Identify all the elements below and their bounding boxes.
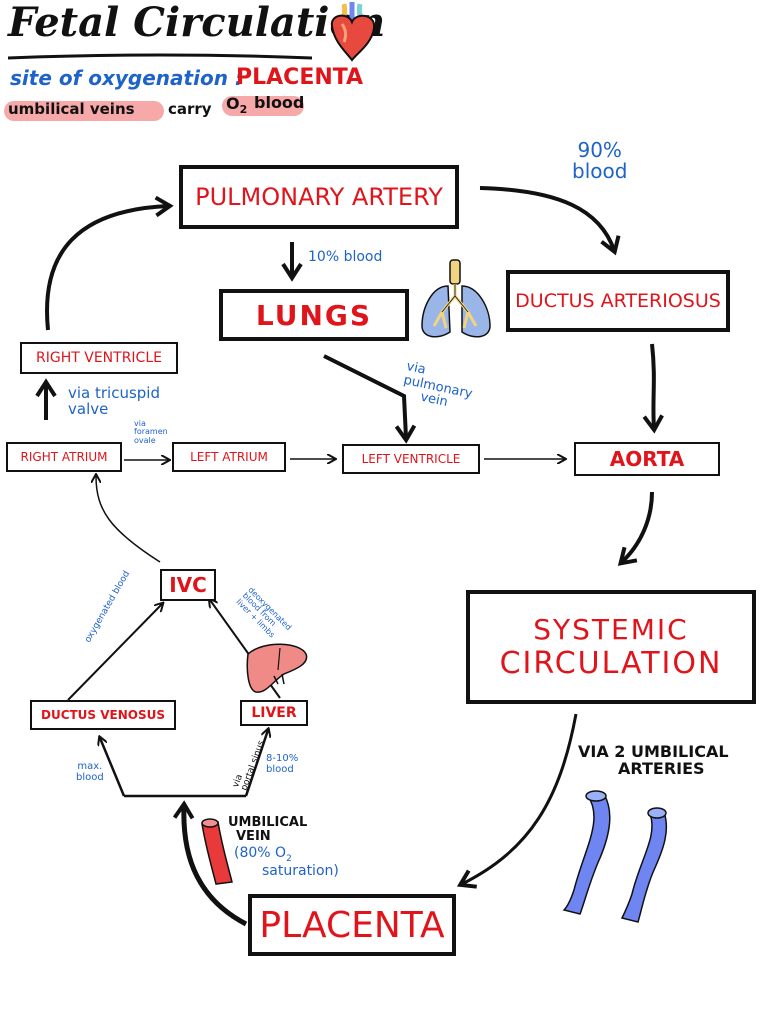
note-90-percent-word: blood xyxy=(572,159,628,183)
pulmonary-artery-label: PULMONARY ARTERY xyxy=(195,183,443,211)
arrow-ivc-to-ra xyxy=(96,476,161,563)
arrow-rv-to-pa xyxy=(45,195,174,331)
page-title: Fetal Circulation xyxy=(8,0,386,46)
ductus-arteriosus-box: DUCTUS ARTERIOSUS xyxy=(506,270,730,332)
left-ventricle-label: LEFT VENTRICLE xyxy=(361,452,461,466)
note-via-umbilical-arteries: VIA 2 UMBILICAL ARTERIES xyxy=(578,742,729,778)
o2-subscript: 2 xyxy=(239,103,248,117)
highlight-o2-blood xyxy=(222,96,304,116)
oxygenation-site-value: PLACENTA xyxy=(236,65,364,90)
ductus-venosus-label: DUCTUS VENOSUS xyxy=(40,708,166,722)
note-pct-blood-2: blood xyxy=(266,763,294,775)
right-ventricle-box: RIGHT VENTRICLE xyxy=(20,342,178,374)
systemic-label-line2: CIRCULATION xyxy=(499,646,723,681)
umbilical-veins-text: umbilical veins xyxy=(8,100,135,118)
arrow-systemic-to-placenta xyxy=(456,713,578,889)
note-max-blood: max. blood xyxy=(76,761,104,783)
highlight-umbilical-veins xyxy=(4,101,164,121)
liver-box: LIVER xyxy=(240,700,308,726)
ivc-label: IVC xyxy=(169,573,207,597)
aorta-label: AORTA xyxy=(609,447,685,471)
ivc-box: IVC xyxy=(160,569,216,601)
oxygenation-site-label: site of oxygenation : xyxy=(10,66,243,90)
note-via-tricuspid-1: via tricuspid xyxy=(68,384,160,402)
arrow-dv-to-ivc xyxy=(67,604,162,701)
note-via-foramen-1: via xyxy=(134,419,146,428)
right-atrium-label: RIGHT ATRIUM xyxy=(20,450,108,464)
note-via-arteries-1: VIA 2 UMBILICAL xyxy=(578,742,729,761)
note-umbilical-vein-saturation: (80% O2 saturation) xyxy=(234,846,339,879)
lungs-icon xyxy=(421,259,491,338)
arrow-placenta-to-uv xyxy=(172,800,248,927)
left-atrium-label: LEFT ATRIUM xyxy=(190,450,268,464)
left-atrium-box: LEFT ATRIUM xyxy=(172,442,286,472)
right-ventricle-label: RIGHT VENTRICLE xyxy=(36,350,162,366)
note-umb-vein-1: UMBILICAL xyxy=(228,815,308,830)
left-ventricle-box: LEFT VENTRICLE xyxy=(342,444,480,474)
aorta-box: AORTA xyxy=(574,442,720,476)
pulmonary-artery-box: PULMONARY ARTERY xyxy=(179,165,459,229)
heart-icon xyxy=(330,2,376,62)
systemic-label-line1: SYSTEMIC xyxy=(533,613,689,646)
systemic-circulation-box: SYSTEMIC CIRCULATION xyxy=(466,590,756,704)
lungs-label: LUNGS xyxy=(255,298,373,332)
note-umbilical-vein: UMBILICAL VEIN xyxy=(228,816,307,843)
note-umb-vein-4: saturation) xyxy=(262,863,339,880)
carry-text: carry xyxy=(168,100,212,118)
note-10-percent: 10% blood xyxy=(308,249,383,265)
note-via-foramen-3: ovale xyxy=(134,435,156,445)
note-90-percent-value: 90% xyxy=(577,138,622,162)
arrow-junction-to-dv xyxy=(100,738,126,797)
ductus-arteriosus-label: DUCTUS ARTERIOSUS xyxy=(515,290,721,312)
arrow-lungs-to-lv xyxy=(323,354,417,444)
note-umb-vein-2: VEIN xyxy=(236,828,271,844)
note-pct-blood-1: 8-10% xyxy=(266,753,299,764)
arrow-pa-to-da xyxy=(479,186,621,256)
note-90-percent: 90% blood xyxy=(572,140,627,182)
umbilical-vein-icon xyxy=(201,818,233,885)
o2-text: O2 xyxy=(226,94,248,117)
note-umb-vein-3: (80% O2 xyxy=(234,846,339,864)
note-umb-vein-3-text: (80% O xyxy=(234,845,287,861)
o2-letter: O xyxy=(226,94,240,113)
lungs-box: LUNGS xyxy=(219,289,409,341)
arrow-aorta-to-systemic xyxy=(617,491,654,566)
note-via-foramen-ovale: via foramen ovale xyxy=(134,419,168,445)
note-8-10-percent: 8-10% blood xyxy=(266,753,299,775)
ductus-venosus-box: DUCTUS VENOSUS xyxy=(30,700,176,730)
liver-label: LIVER xyxy=(251,705,297,721)
note-umb-vein-3-sub: 2 xyxy=(286,853,292,864)
blood-text: blood xyxy=(254,93,305,112)
note-via-arteries-2: ARTERIES xyxy=(618,758,705,778)
liver-icon xyxy=(246,643,308,693)
note-via-tricuspid: via tricuspid valve xyxy=(68,384,160,418)
arrow-junction-to-liver xyxy=(244,730,268,797)
umbilical-arteries-icon xyxy=(562,790,668,923)
arrow-da-to-aorta xyxy=(642,343,664,434)
placenta-box: PLACENTA xyxy=(248,894,456,956)
note-max-blood-1: max. xyxy=(77,761,103,772)
note-max-blood-2: blood xyxy=(76,771,104,783)
placenta-label: PLACENTA xyxy=(259,904,445,946)
note-via-foramen-2: foramen xyxy=(134,427,168,437)
note-via-tricuspid-2: valve xyxy=(68,399,109,418)
right-atrium-box: RIGHT ATRIUM xyxy=(6,442,122,472)
